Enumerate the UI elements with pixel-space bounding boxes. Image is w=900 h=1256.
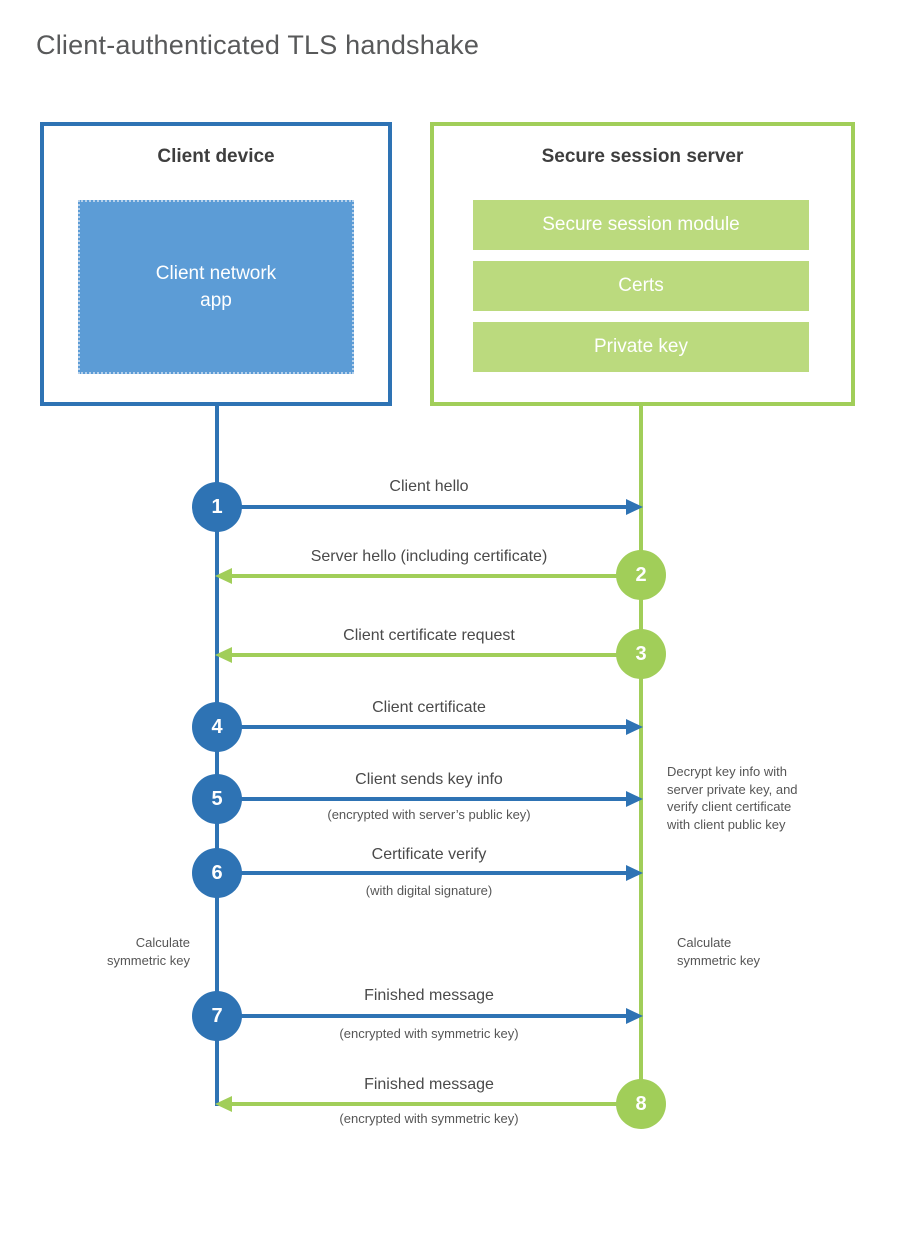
step-2-circle: 2 [616,550,666,600]
step-1-circle: 1 [192,482,242,532]
step-7-arrowhead-icon [626,1008,643,1024]
step-7-arrow-line [217,1014,628,1018]
step-6-sublabel: (with digital signature) [365,883,493,898]
step-2-label: Server hello (including certificate) [310,548,548,565]
step-4-arrow [217,719,643,735]
step-3-label: Client certificate request [343,627,515,644]
diagram-title: Client-authenticated TLS handshake [36,30,480,60]
step-8-circle: 8 [616,1079,666,1129]
server-box: Secure session server Secure session mod… [430,122,855,406]
step-8-arrow-line [230,1102,641,1106]
server-lifeline [639,406,643,1106]
step-4-arrow-line [217,725,628,729]
calculate-symmetric-key-note-client: Calculate symmetric key [106,935,190,968]
step-7-arrow [217,1008,643,1024]
step-3-arrow [215,647,641,663]
step-6-arrow-line [217,871,628,875]
step-1-arrow-line [217,505,628,509]
step-6-arrowhead-icon [626,865,643,881]
step-1-arrow [217,499,643,515]
step-6-arrow [217,865,643,881]
step-4-circle: 4 [192,702,242,752]
step-8-sublabel: (encrypted with symmetric key) [339,1111,519,1126]
step-6-circle: 6 [192,848,242,898]
step-3-circle: 3 [616,629,666,679]
step-5-sublabel: (encrypted with server’s public key) [327,807,531,822]
client-network-app-box: Client network app [78,200,354,374]
step-2-arrowhead-icon [215,568,232,584]
step-5-label: Client sends key info [355,771,503,788]
client-device-box: Client device Client network app [40,122,392,406]
private-key-bar: Private key [473,322,809,372]
step-8-arrowhead-icon [215,1096,232,1112]
step-7-sublabel: (encrypted with symmetric key) [339,1026,519,1041]
server-heading: Secure session server [541,146,744,167]
step-2-arrow [215,568,641,584]
step-5-arrow [217,791,643,807]
step-8-label: Finished message [364,1076,494,1093]
step-6-label: Certificate verify [371,846,487,863]
step-3-arrowhead-icon [215,647,232,663]
step-3-arrow-line [230,653,641,657]
step-5-circle: 5 [192,774,242,824]
step-5-arrow-line [217,797,628,801]
step-1-arrowhead-icon [626,499,643,515]
step-5-arrowhead-icon [626,791,643,807]
step-1-label: Client hello [389,478,469,495]
certs-bar: Certs [473,261,809,311]
secure-session-module-bar: Secure session module [473,200,809,250]
step-8-arrow [215,1096,641,1112]
step-7-circle: 7 [192,991,242,1041]
client-device-heading: Client device [157,146,275,167]
client-network-app-label: Client network app [155,263,277,311]
step-7-label: Finished message [364,987,494,1004]
step-2-arrow-line [230,574,641,578]
step-4-label: Client certificate [372,699,486,716]
client-lifeline [215,406,219,1106]
step-4-arrowhead-icon [626,719,643,735]
calculate-symmetric-key-note-server: Calculate symmetric key [677,935,761,968]
decrypt-key-info-note: Decrypt key info with server private key… [667,764,798,832]
